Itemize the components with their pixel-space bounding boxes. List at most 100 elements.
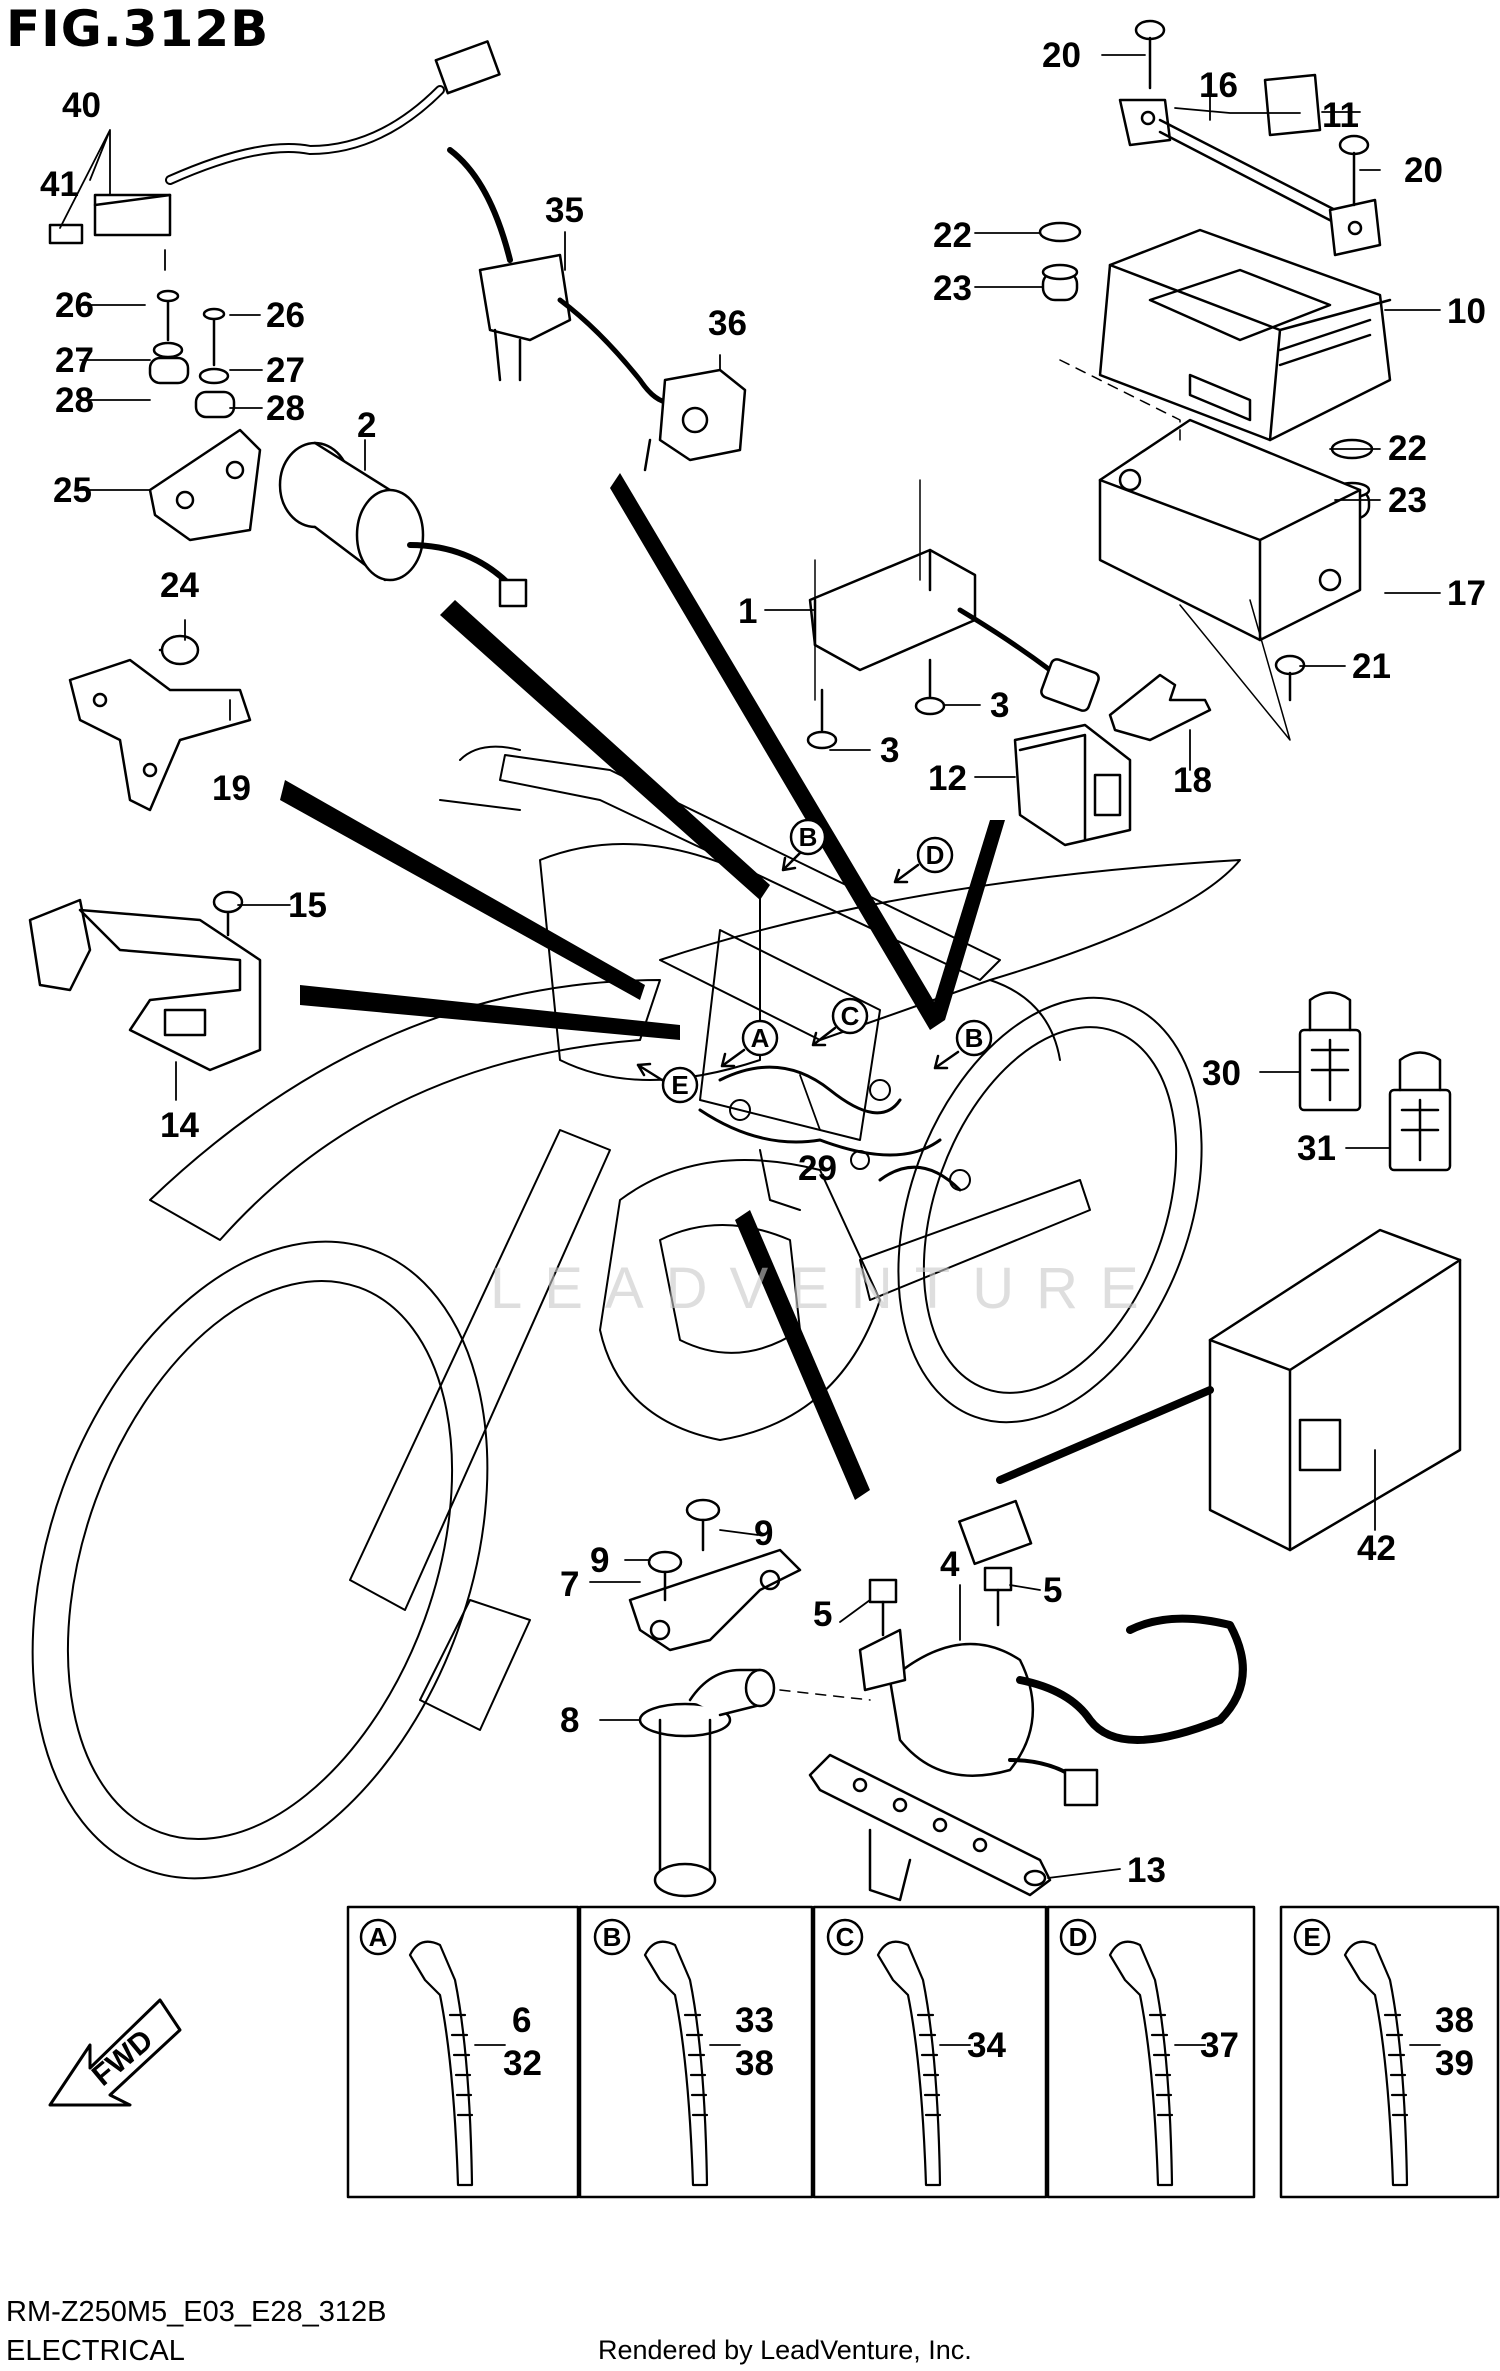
callout-39: 39: [1435, 2044, 1474, 2083]
panel-d-letter: D: [1069, 1922, 1088, 1952]
watermark: LEADVENTURE: [490, 1256, 1161, 1321]
callout-30: 30: [1202, 1054, 1241, 1093]
callout-37: 37: [1200, 2026, 1239, 2065]
fwd-arrow-icon: FWD: [48, 1998, 182, 2107]
callout-5a: 5: [813, 1595, 832, 1634]
svg-text:B: B: [799, 822, 818, 852]
callout-numbers: 20 16 11 20 22 23 10 22 23 17 21 18 12 1…: [40, 36, 1486, 2083]
callout-22a: 22: [933, 216, 972, 255]
strap-13: [808, 1753, 1052, 1902]
bolts-9: [647, 1498, 721, 1602]
sub-harness-40: [93, 40, 501, 237]
marker-d: D: [893, 836, 954, 884]
bracket-19: [68, 634, 252, 812]
render-credit: Rendered by LeadVenture, Inc.: [598, 2335, 972, 2365]
callout-2: 2: [357, 406, 376, 445]
callout-23a: 23: [933, 269, 972, 308]
coupler-30: [1298, 991, 1362, 1112]
ecm-10: [1098, 228, 1392, 442]
figure-title: FIG.312B: [6, 0, 270, 58]
callout-27a: 27: [55, 341, 94, 380]
callout-38a: 38: [735, 2044, 774, 2083]
callout-38b: 38: [1435, 2001, 1474, 2040]
callout-36: 36: [708, 304, 747, 343]
plug-cap-8: [638, 1668, 871, 1898]
fuse-41: [48, 223, 84, 245]
leader-lines: [59, 54, 1441, 2046]
marker-b-top: B: [781, 818, 827, 872]
pointer-wedges: [280, 473, 1005, 1500]
callout-8: 8: [560, 1701, 579, 1740]
callout-22b: 22: [1388, 429, 1427, 468]
callout-20b: 20: [1404, 151, 1443, 190]
callout-7: 7: [560, 1565, 579, 1604]
callout-20a: 20: [1042, 36, 1081, 75]
callout-29: 29: [798, 1149, 837, 1188]
switch-35: [447, 147, 683, 405]
callout-31: 31: [1297, 1129, 1336, 1168]
module-42: [958, 1228, 1462, 1566]
callout-17: 17: [1447, 574, 1486, 613]
callout-13: 13: [1127, 1851, 1166, 1890]
svg-text:A: A: [751, 1023, 770, 1053]
markers: B D C A B E A B: [359, 818, 1331, 1956]
panel-c-letter: C: [836, 1922, 855, 1952]
clamp-7: [628, 1548, 802, 1652]
svg-text:C: C: [841, 1001, 860, 1031]
callout-28a: 28: [55, 381, 94, 420]
callout-32: 32: [503, 2044, 542, 2083]
callout-10: 10: [1447, 292, 1486, 331]
callout-12: 12: [928, 759, 967, 798]
switch-36: [643, 368, 747, 472]
coupler-31: [1388, 1051, 1452, 1172]
screws-20: [1134, 19, 1370, 207]
callout-9b: 9: [754, 1514, 773, 1553]
callout-41: 41: [40, 165, 79, 204]
module-1: [808, 479, 1100, 712]
callout-11: 11: [1322, 96, 1359, 135]
callout-23b: 23: [1388, 481, 1427, 520]
callout-4: 4: [940, 1545, 960, 1584]
marker-a: A: [720, 1019, 779, 1068]
motorcycle-outline: [31, 745, 1241, 1880]
marker-e: E: [636, 1062, 699, 1104]
screw-21: [1179, 599, 1306, 741]
diagram-code: RM-Z250M5_E03_E28_312B: [6, 2296, 387, 2328]
callout-15: 15: [288, 886, 327, 925]
callout-25: 25: [53, 471, 92, 510]
panel-b-letter: B: [603, 1922, 622, 1952]
callout-9a: 9: [590, 1541, 609, 1580]
panel-a-letter: A: [369, 1922, 388, 1952]
cable-ties: [408, 1940, 1409, 2187]
callout-19: 19: [212, 769, 251, 808]
callout-27b: 27: [266, 351, 305, 390]
relay-12: [1013, 723, 1132, 847]
ignition-coil-4: [858, 1614, 1247, 1807]
marker-b-mid: B: [933, 1019, 993, 1070]
strap-16: [1118, 98, 1382, 257]
callout-18: 18: [1173, 761, 1212, 800]
callout-26b: 26: [266, 296, 305, 335]
svg-text:E: E: [671, 1070, 688, 1100]
callout-3b: 3: [990, 686, 1009, 725]
capacitor-2: [278, 441, 528, 608]
tray-17: [1059, 359, 1362, 642]
callout-6: 6: [512, 2001, 531, 2040]
bolts-5: [868, 1566, 1013, 1637]
bolts-3: [806, 658, 946, 750]
pad-11: [1263, 73, 1322, 137]
callout-24: 24: [160, 566, 199, 605]
svg-text:B: B: [965, 1023, 984, 1053]
section-label: ELECTRICAL: [6, 2335, 185, 2367]
callout-5b: 5: [1043, 1571, 1062, 1610]
callout-33: 33: [735, 2001, 774, 2040]
bracket-18: [1108, 673, 1212, 742]
callout-28b: 28: [266, 389, 305, 428]
callout-34: 34: [967, 2026, 1006, 2065]
callout-26a: 26: [55, 286, 94, 325]
callout-14: 14: [160, 1106, 199, 1145]
callout-40: 40: [62, 86, 101, 125]
callout-35: 35: [545, 191, 584, 230]
panel-e-letter: E: [1303, 1922, 1320, 1952]
callout-1: 1: [738, 592, 757, 631]
